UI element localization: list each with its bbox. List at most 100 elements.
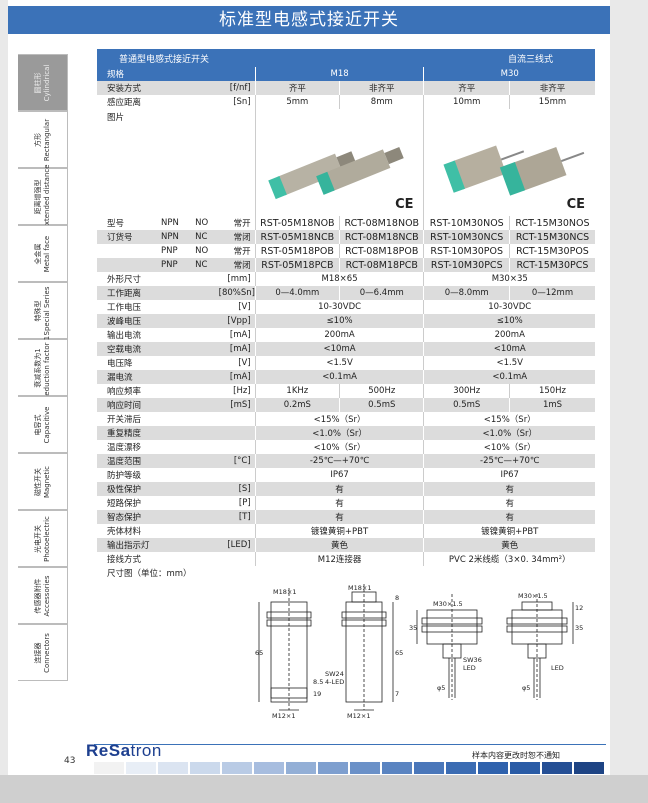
row-label: 重复精度 bbox=[97, 426, 217, 440]
footer-line bbox=[94, 744, 606, 745]
dim-65-a: 65 bbox=[255, 649, 263, 657]
row-unit bbox=[216, 524, 256, 538]
row-unit: [V] bbox=[216, 356, 256, 370]
footer-color-block bbox=[414, 762, 444, 774]
drawing-m18-flush bbox=[258, 588, 312, 711]
row-unit: [LED] bbox=[216, 538, 256, 552]
row-label: 壳体材料 bbox=[97, 524, 217, 538]
footer-color-block bbox=[94, 762, 124, 774]
row-dim: 尺寸图（单位：mm） bbox=[97, 566, 595, 580]
row-label: 接线方式 bbox=[97, 552, 217, 566]
dim-65-b: 65 bbox=[395, 649, 403, 657]
row-unit: [80%Sn] bbox=[216, 286, 256, 300]
row-unit: [mA] bbox=[216, 328, 256, 342]
row-label: 电压降 bbox=[97, 356, 217, 370]
dim-35-a: 35 bbox=[409, 624, 417, 632]
row-label: 开关滞后 bbox=[97, 412, 217, 426]
row-unit bbox=[216, 468, 256, 482]
row-label: 工作电压 bbox=[97, 300, 217, 314]
row-unit: [Vpp] bbox=[216, 314, 256, 328]
dim-d5-b: φ5 bbox=[522, 684, 530, 692]
row-unit: [°C] bbox=[216, 454, 256, 468]
spec-table: 规格 M18 M30 安装方式[f/nf]齐平非齐平齐平非齐平感应距离[Sn]5… bbox=[97, 67, 595, 580]
bottom-band bbox=[0, 775, 648, 803]
row-label: 响应频率 bbox=[97, 384, 217, 398]
label-led-a: LED bbox=[463, 664, 476, 672]
dim-m30-b: M30×1.5 bbox=[518, 592, 548, 600]
row-label: 温度漂移 bbox=[97, 440, 217, 454]
dimension-svg: M18×1 M18×1 M12×1 M12×1 65 65 19 8 7 8.5… bbox=[255, 584, 583, 720]
row-unit: [Sn] bbox=[216, 95, 256, 109]
row-pol: 极性保护[S]有有 bbox=[97, 482, 595, 496]
dim-m18x1-b: M18×1 bbox=[348, 584, 371, 592]
row-label: 输出电流 bbox=[97, 328, 217, 342]
dim-8: 8 bbox=[395, 594, 399, 602]
row-unit: [Hz] bbox=[216, 384, 256, 398]
dim-8-5: 8.5 bbox=[313, 678, 323, 686]
footer-color-block bbox=[318, 762, 348, 774]
row-surge: 智态保护[T]有有 bbox=[97, 510, 595, 524]
dimension-drawings: M18×1 M18×1 M12×1 M12×1 65 65 19 8 7 8.5… bbox=[97, 580, 595, 720]
footer-color-block bbox=[254, 762, 284, 774]
dim-m18x1-a: M18×1 bbox=[273, 588, 296, 596]
row-label: 漏电流 bbox=[97, 370, 217, 384]
row-label: 响应时间 bbox=[97, 398, 217, 412]
footer-color-block bbox=[158, 762, 188, 774]
row-label: 极性保护 bbox=[97, 482, 217, 496]
footer-color-block bbox=[286, 762, 316, 774]
row-trange: 温度范围[°C]-25℃—+70℃-25℃—+70℃ bbox=[97, 454, 595, 468]
sensor-m18-image bbox=[267, 147, 404, 200]
row-unit: [mA] bbox=[216, 370, 256, 384]
page-title: 标准型电感式接近开关 bbox=[8, 6, 610, 34]
footer-color-block bbox=[350, 762, 380, 774]
section-type: 自流三线式 bbox=[507, 55, 553, 65]
row-unit: [V] bbox=[216, 300, 256, 314]
row-idle: 空载电流[mA]<10mA<10mA bbox=[97, 342, 595, 356]
row-unit bbox=[216, 426, 256, 440]
spec-header-row: 规格 M18 M30 bbox=[97, 67, 595, 81]
section-title: 普通型电感式接近开关 bbox=[119, 55, 210, 65]
footer-color-block bbox=[446, 762, 476, 774]
brand-logo: ReSatron bbox=[86, 741, 162, 760]
footer-color-block bbox=[126, 762, 156, 774]
sensor-m30-image bbox=[443, 145, 585, 196]
row-unit: [S] bbox=[216, 482, 256, 496]
footer-color-block bbox=[222, 762, 252, 774]
row-unit: [T] bbox=[216, 510, 256, 524]
row-drop: 电压降[V]<1.5V<1.5V bbox=[97, 356, 595, 370]
label-led-b: LED bbox=[551, 664, 564, 672]
row-hyst: 开关滞后<15%（Sr）<15%（Sr） bbox=[97, 412, 595, 426]
footer-color-bar bbox=[94, 762, 606, 774]
row-temp: 温度漂移<10%（Sr）<10%（Sr） bbox=[97, 440, 595, 454]
label-4led: 4-LED bbox=[325, 678, 344, 686]
row-unit: [P] bbox=[216, 496, 256, 510]
row-ripple: 波峰电压[Vpp]≤10%≤10% bbox=[97, 314, 595, 328]
row-label: 温度范围 bbox=[97, 454, 217, 468]
row-unit: [mS] bbox=[216, 398, 256, 412]
drawing-m30-flush bbox=[416, 594, 483, 700]
row-picture: 图片 CE CE bbox=[97, 109, 595, 216]
footer-color-block bbox=[574, 762, 604, 774]
